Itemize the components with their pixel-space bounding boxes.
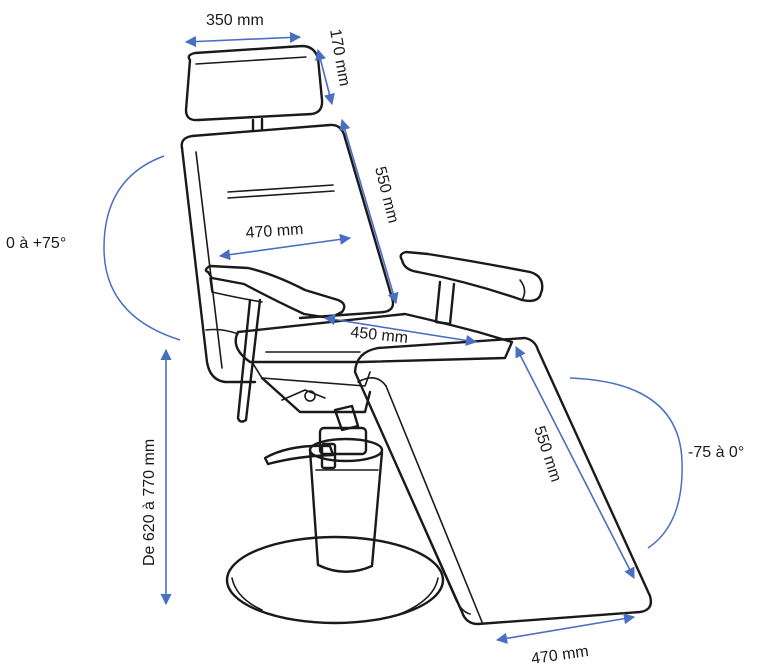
right-armrest — [399, 250, 544, 326]
chair-sketch — [180, 44, 653, 626]
backrest-length-label: 550 mm — [371, 165, 401, 225]
backrest-width-label: 470 mm — [245, 221, 304, 242]
legrest-width-label: 470 mm — [530, 643, 590, 668]
left-armrest — [204, 264, 346, 423]
foot-pedal — [263, 442, 337, 470]
backrest-length-arrow — [339, 118, 399, 305]
headrest-height-label: 170 mm — [326, 28, 353, 88]
leg-rest — [353, 336, 653, 626]
seat-height-label: De 620 à 770 mm — [141, 439, 158, 566]
leg-angle-label: -75 à 0° — [688, 444, 744, 461]
back-angle-arc — [103, 155, 181, 341]
chair-base — [225, 535, 445, 625]
dimension-labels: 350 mm 170 mm 550 mm 470 mm 450 mm 550 m… — [6, 12, 744, 668]
seat-width-arrow — [323, 314, 478, 346]
headrest-width-label: 350 mm — [206, 12, 264, 29]
headrest-width-arrow — [184, 31, 302, 48]
headrest — [184, 44, 324, 132]
hydraulic-column — [308, 426, 384, 573]
backrest — [180, 123, 395, 384]
legrest-length-arrow — [515, 346, 635, 579]
leg-angle-arc — [569, 377, 683, 549]
seat-width-label: 450 mm — [350, 324, 409, 347]
backrest-width-arrow — [218, 233, 352, 261]
headrest-height-arrow — [315, 48, 335, 106]
legrest-width-arrow — [495, 613, 636, 644]
dimension-arrows — [103, 31, 683, 644]
back-angle-label: 0 à +75° — [6, 235, 66, 252]
